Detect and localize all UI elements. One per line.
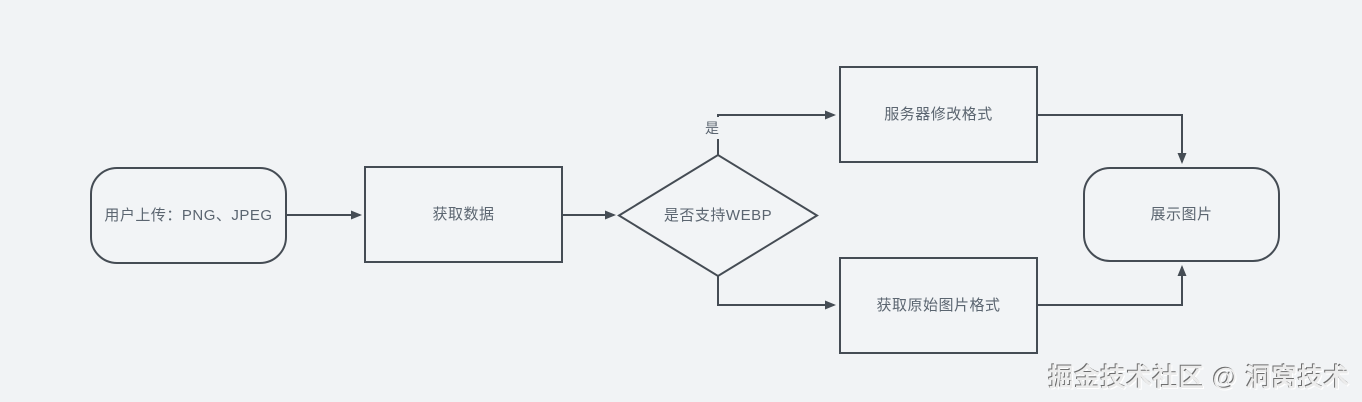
node-shape-server-format <box>839 66 1038 163</box>
node-shape-get-data <box>364 166 563 263</box>
node-shape-upload <box>90 167 287 264</box>
edge-decision-to-original <box>717 276 836 310</box>
node-shape-original-format <box>839 257 1038 354</box>
edge-server-to-display <box>1038 114 1187 164</box>
node-shape-display <box>1083 167 1280 262</box>
node-shape-webp-decision <box>617 153 819 278</box>
edge-decision-yes-to-server <box>717 110 836 155</box>
edge-original-to-display <box>1038 265 1187 306</box>
